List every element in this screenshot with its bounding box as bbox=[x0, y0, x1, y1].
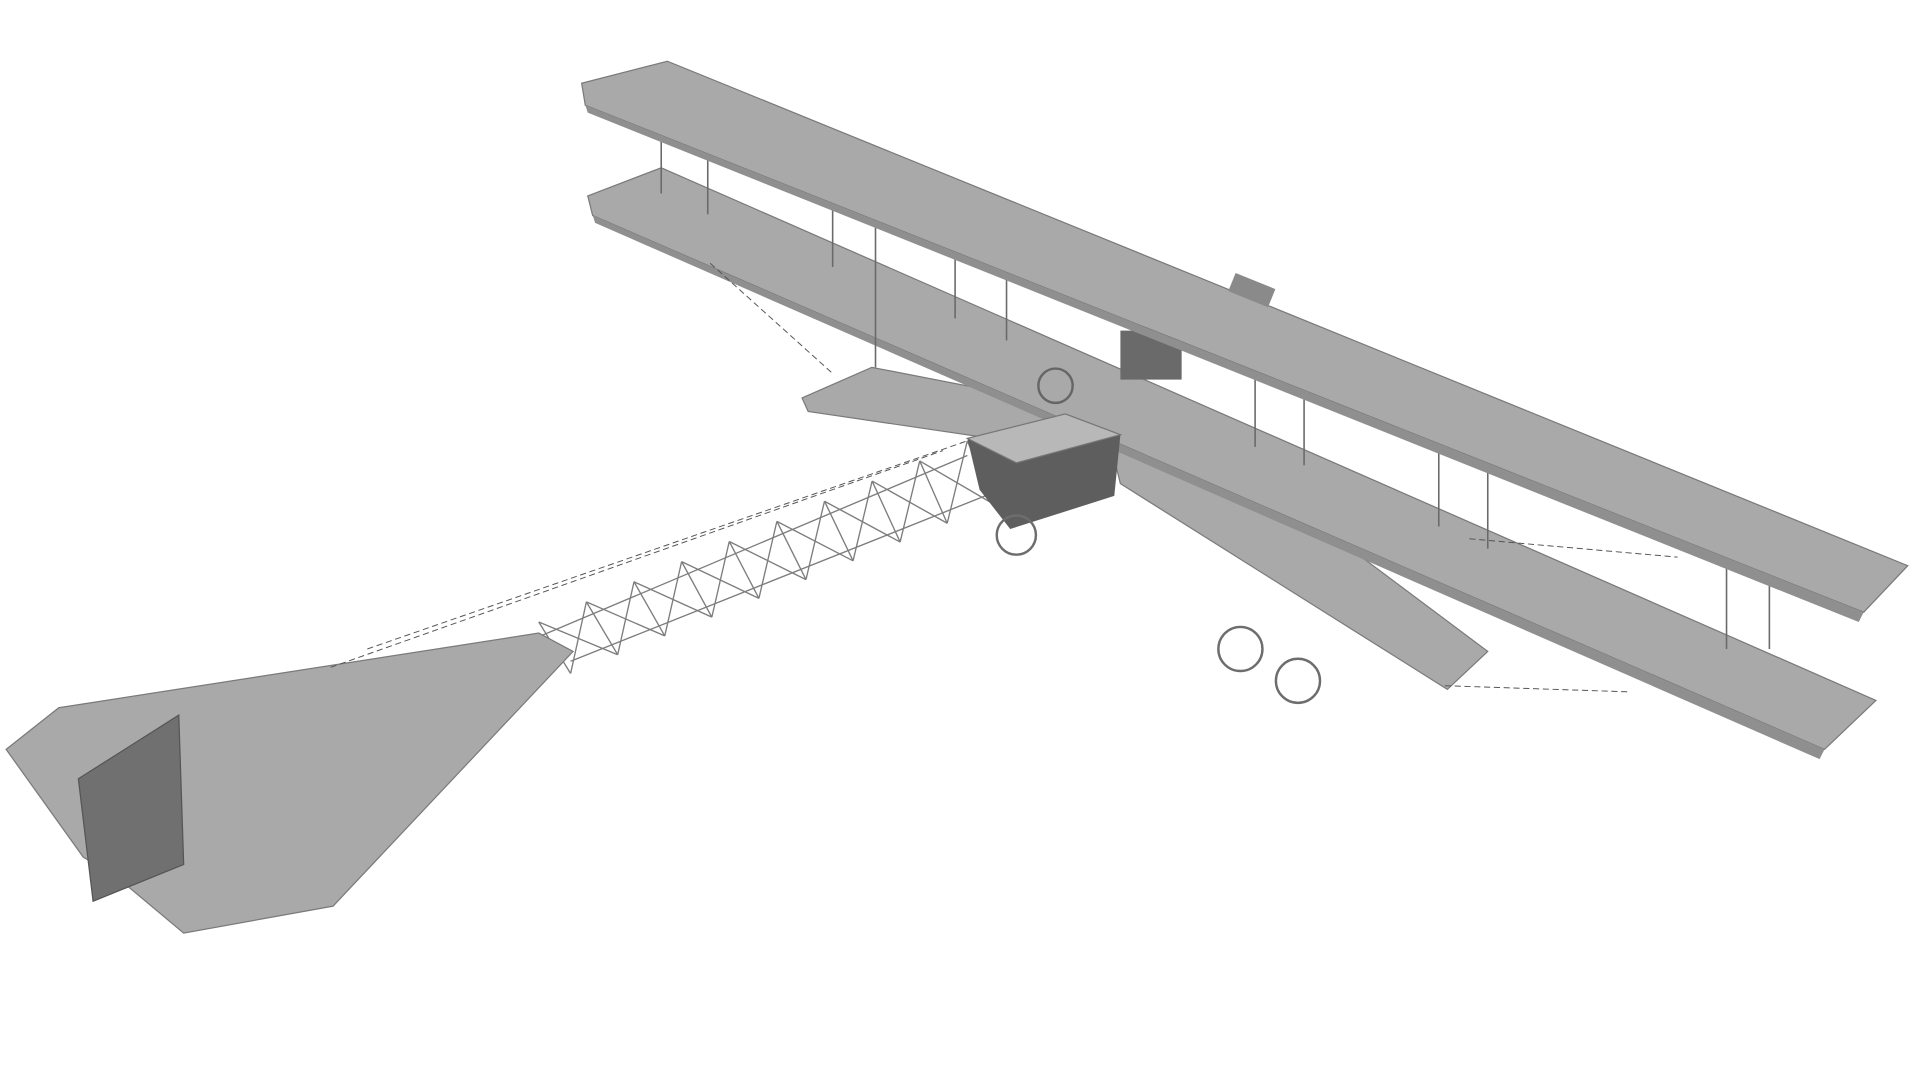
top-wing bbox=[580, 60, 1909, 613]
boom-longeron bbox=[570, 491, 995, 662]
boom-brace bbox=[758, 521, 778, 599]
boom-longeron bbox=[538, 454, 968, 638]
boom-brace bbox=[617, 581, 635, 655]
boom-strut bbox=[776, 521, 807, 580]
engine bbox=[1228, 273, 1276, 308]
boom-brace bbox=[899, 460, 921, 543]
boom-strut bbox=[871, 480, 901, 543]
boom-strut bbox=[919, 460, 948, 524]
boom-brace bbox=[711, 541, 730, 618]
steering-wheel bbox=[1037, 367, 1074, 405]
wheel-right bbox=[1274, 657, 1322, 705]
boom-strut bbox=[728, 541, 760, 599]
top-wing-edge bbox=[585, 105, 1864, 623]
middle-wing-edge bbox=[592, 215, 1825, 760]
wheel-left bbox=[1217, 625, 1264, 673]
tail-boom-lattice bbox=[538, 440, 995, 674]
boom-brace bbox=[946, 440, 969, 524]
boom-strut bbox=[585, 601, 619, 656]
boom-brace bbox=[805, 501, 826, 580]
boom-brace bbox=[664, 561, 683, 637]
boom-brace bbox=[569, 601, 588, 674]
cockpit bbox=[965, 413, 1123, 464]
boom-brace bbox=[852, 480, 873, 561]
boom-strut bbox=[633, 581, 666, 637]
fuselage bbox=[967, 434, 1121, 529]
rudder bbox=[77, 714, 185, 903]
wheel-front bbox=[995, 514, 1038, 556]
boom-strut bbox=[681, 561, 713, 618]
boom-strut bbox=[823, 500, 854, 562]
middle-wing bbox=[587, 167, 1878, 751]
